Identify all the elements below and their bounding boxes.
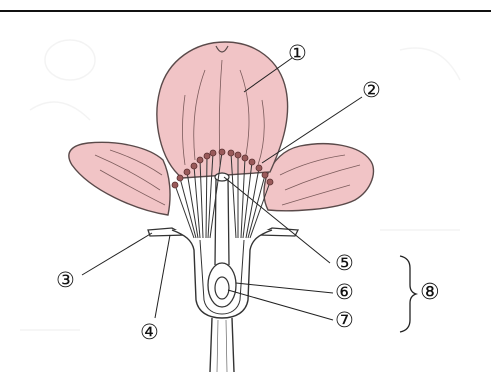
ovule bbox=[215, 277, 229, 299]
leader-4 bbox=[155, 235, 170, 318]
label-7: ⑦ bbox=[335, 310, 354, 331]
stalk bbox=[210, 318, 234, 372]
label-3: ③ bbox=[56, 270, 75, 291]
leader-6 bbox=[236, 283, 333, 293]
label-5: ⑤ bbox=[335, 253, 354, 274]
leader-3 bbox=[82, 233, 152, 275]
brace-8 bbox=[400, 256, 416, 332]
label-1: ① bbox=[288, 43, 307, 64]
petal-center bbox=[157, 42, 288, 178]
label-2: ② bbox=[362, 80, 381, 101]
label-8: ⑧ bbox=[420, 282, 440, 304]
label-6: ⑥ bbox=[335, 282, 354, 303]
label-4: ④ bbox=[140, 322, 159, 343]
